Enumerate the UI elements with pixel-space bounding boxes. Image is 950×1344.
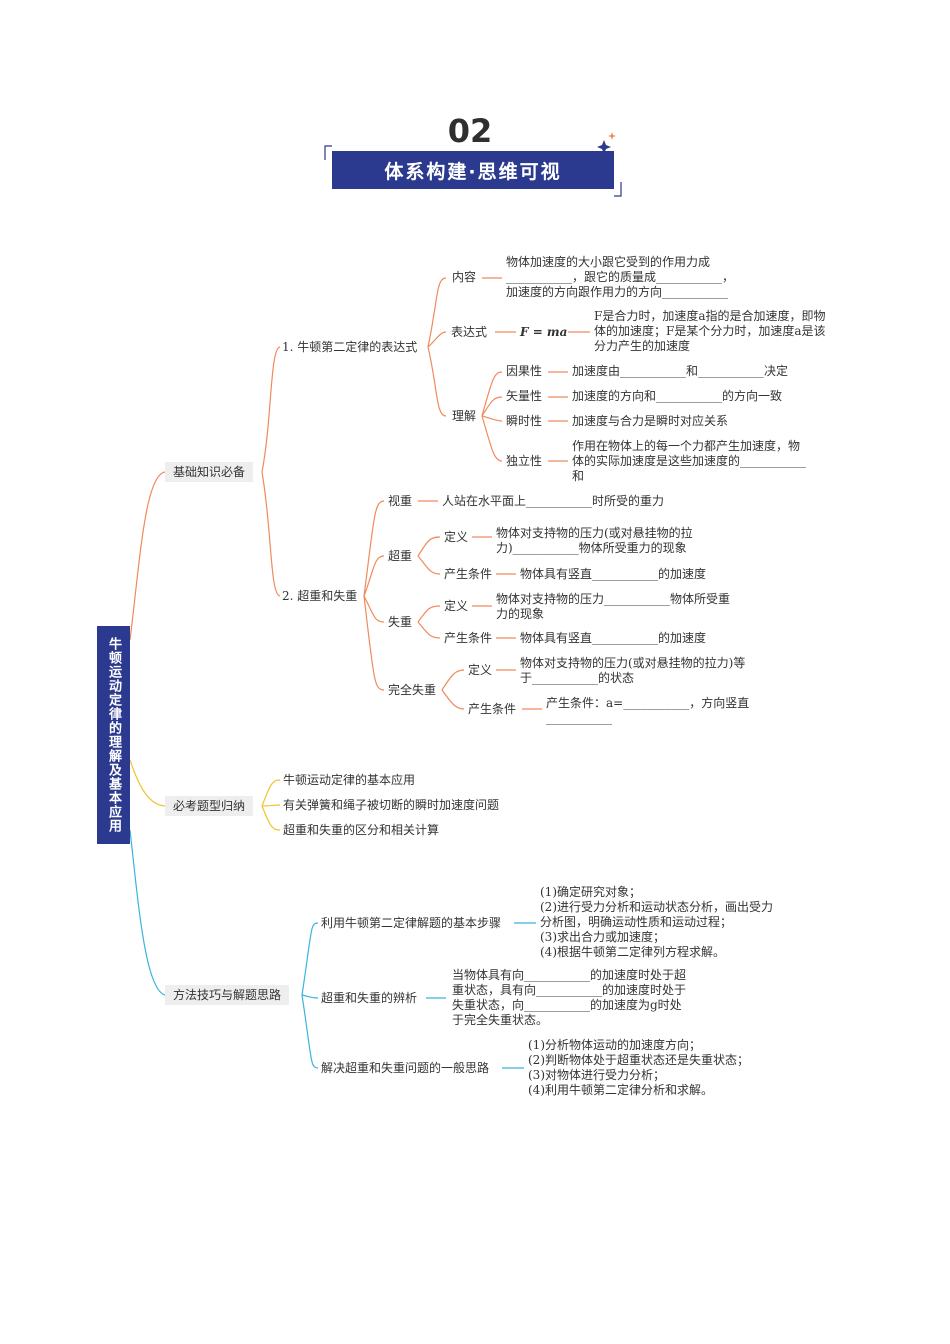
overweight-cond-label: 产生条件 <box>444 567 493 581</box>
prop-instant: 瞬时性 <box>506 414 543 428</box>
label-expression: 表达式 <box>451 325 488 339</box>
root-topic: 牛顿运动定律的理解及基本应用 <box>97 626 130 844</box>
weightless-cond-label: 产生条件 <box>444 631 493 645</box>
overweight-def-label: 定义 <box>444 530 469 544</box>
section-number: 02 <box>447 112 493 150</box>
exam-type-item: 有关弹簧和绳子被切断的瞬时加速度问题 <box>283 798 500 812</box>
overweight-cond-text: 物体具有竖直___________的加速度 <box>520 567 707 581</box>
prop-causality: 因果性 <box>506 364 543 378</box>
weightless-cond-text: 物体具有竖直___________的加速度 <box>520 631 707 645</box>
prop-causality-text: 加速度由___________和___________决定 <box>572 364 789 378</box>
expression-text: F是合力时，加速度a指的是合加速度，即物 体的加速度；F是某个分力时，加速度a是… <box>594 309 826 353</box>
label-apparent-weight: 视重 <box>388 494 413 508</box>
content-text: 物体加速度的大小跟它受到的作用力成 ___________，跟它的质量成____… <box>506 255 735 299</box>
label-overweight: 超重 <box>388 549 413 563</box>
method-approach-label: 解决超重和失重问题的一般思路 <box>321 1061 490 1075</box>
sparkle-small-icon <box>608 132 616 140</box>
method-distinguish-label: 超重和失重的辨析 <box>321 991 418 1005</box>
weightless-def-label: 定义 <box>444 599 469 613</box>
label-weightless: 失重 <box>388 615 413 629</box>
branch-basic-knowledge: 基础知识必备 <box>165 462 254 482</box>
sub-overweight-weightless: 2. 超重和失重 <box>282 589 358 603</box>
overweight-def-text: 物体对支持物的压力(或对悬挂物的拉 力)___________物体所受重力的现象 <box>496 526 693 555</box>
method-steps-label: 利用牛顿第二定律解题的基本步骤 <box>321 916 502 930</box>
formula-f-ma: F = ma <box>520 325 568 339</box>
branch-methods: 方法技巧与解题思路 <box>165 985 290 1005</box>
label-understanding: 理解 <box>452 409 477 423</box>
prop-independence: 独立性 <box>506 454 543 468</box>
complete-def-text: 物体对支持物的压力(或对悬挂物的拉力)等 于___________的状态 <box>520 656 746 685</box>
complete-cond-text: 产生条件：a=___________，方向竖直 ___________ <box>546 696 750 725</box>
label-content: 内容 <box>452 270 477 284</box>
prop-instant-text: 加速度与合力是瞬时对应关系 <box>572 414 729 428</box>
prop-vector: 矢量性 <box>506 389 543 403</box>
method-approach-text: (1)分析物体运动的加速度方向； (2)判断物体处于超重状态还是失重状态； (3… <box>528 1038 749 1097</box>
prop-independence-text: 作用在物体上的每一个力都产生加速度，物 体的实际加速度是这些加速度的______… <box>572 439 807 483</box>
weightless-def-text: 物体对支持物的压力___________物体所受重 力的现象 <box>496 592 731 621</box>
exam-type-item: 超重和失重的区分和相关计算 <box>283 823 440 837</box>
method-distinguish-text: 当物体具有向___________的加速度时处于超 重状态，具有向_______… <box>452 968 687 1027</box>
complete-def-label: 定义 <box>468 663 493 677</box>
branch-exam-types: 必考题型归纳 <box>165 796 254 816</box>
sub-newton-second-law: 1. 牛顿第二定律的表达式 <box>282 340 418 354</box>
method-steps-text: (1)确定研究对象； (2)进行受力分析和运动状态分析，画出受力 分析图，明确运… <box>540 885 773 959</box>
section-banner: 体系构建·思维可视 <box>332 151 614 189</box>
label-complete-weightless: 完全失重 <box>388 683 437 697</box>
apparent-weight-text: 人站在水平面上___________时所受的重力 <box>442 494 665 508</box>
prop-vector-text: 加速度的方向和___________的方向一致 <box>572 389 783 403</box>
banner-frame <box>324 145 622 197</box>
complete-cond-label: 产生条件 <box>468 702 517 716</box>
sparkle-icon <box>597 140 611 154</box>
exam-type-item: 牛顿运动定律的基本应用 <box>283 773 416 787</box>
